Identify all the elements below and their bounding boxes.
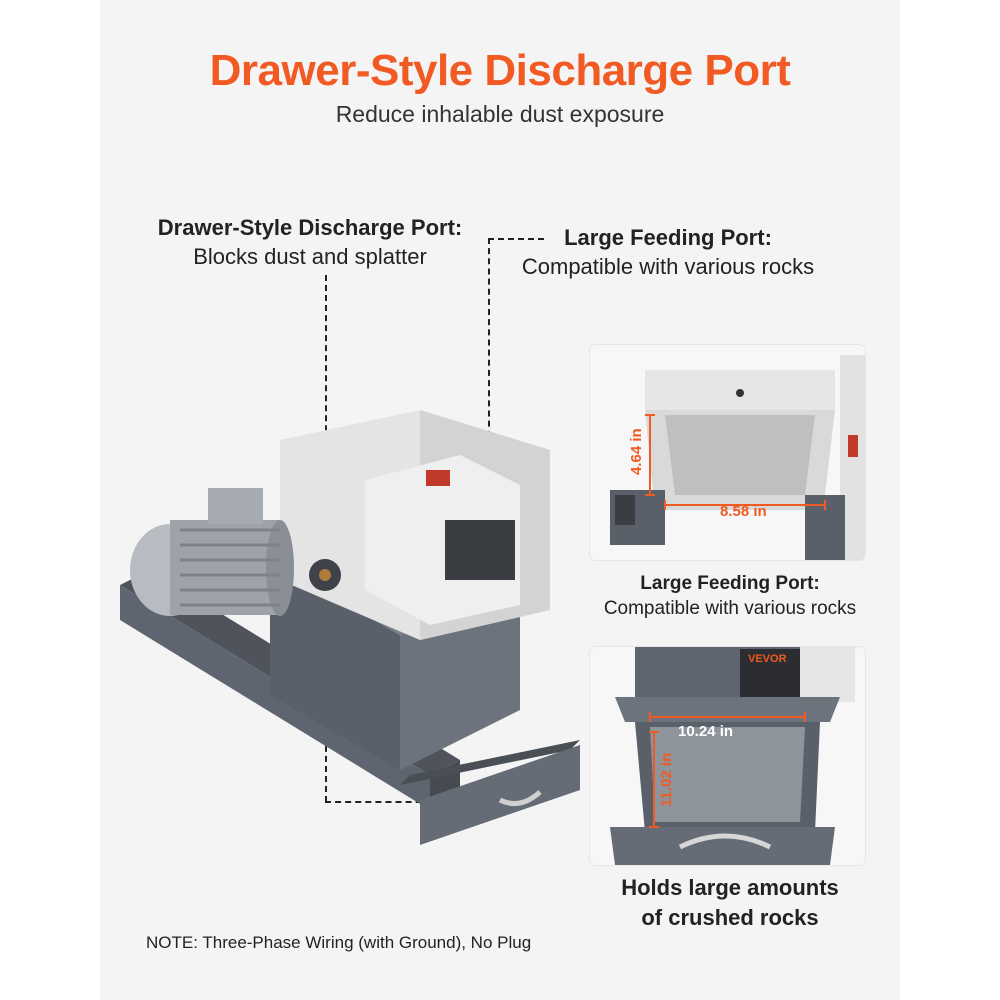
page-title: Drawer-Style Discharge Port (209, 46, 791, 95)
feeding-caption-heading: Large Feeding Port: (640, 573, 820, 594)
drawer-caption-line-2: of crushed rocks (641, 905, 819, 930)
discharge-callout-heading: Drawer-Style Discharge Port: (157, 215, 463, 240)
feeding-width-label: 8.58 in (720, 503, 767, 520)
feeding-callout-heading: Large Feeding Port: (564, 225, 772, 250)
feeding-port-illustration (590, 345, 865, 560)
drawer-depth-label: 11.02 in (658, 752, 675, 807)
rock-crusher-machine-image (100, 380, 600, 860)
feeding-leader-vertical (488, 238, 490, 518)
feeding-port-caption: Large Feeding Port: Compatible with vari… (570, 571, 890, 621)
discharge-callout-description: Blocks dust and splatter (193, 244, 427, 269)
drawer-closeup: VEVOR 10.24 in 11.02 in (590, 647, 865, 865)
feeding-callout-description: Compatible with various rocks (521, 254, 815, 279)
page-subtitle: Reduce inhalable dust exposure (335, 101, 665, 127)
discharge-leader-horizontal (325, 801, 462, 803)
drawer-caption-line-1: Holds large amounts (621, 875, 839, 900)
left-margin (0, 0, 100, 1000)
feeding-leader-horizontal (488, 238, 544, 240)
feeding-port-closeup: 4.64 in 8.58 in (590, 345, 865, 560)
feeding-height-label: 4.64 in (628, 428, 645, 475)
wiring-note: NOTE: Three-Phase Wiring (with Ground), … (146, 933, 532, 952)
drawer-illustration (590, 647, 865, 865)
feeding-caption-description: Compatible with various rocks (603, 598, 857, 619)
feeding-port-callout: Large Feeding Port: Compatible with vari… (498, 223, 838, 281)
discharge-port-callout: Drawer-Style Discharge Port: Blocks dust… (140, 213, 480, 271)
rock-crusher-illustration (120, 410, 580, 845)
drawer-width-label: 10.24 in (678, 723, 734, 740)
right-margin (900, 0, 1000, 1000)
drawer-caption: Holds large amounts of crushed rocks (570, 873, 890, 933)
drawer-brand-label: VEVOR (748, 653, 787, 665)
